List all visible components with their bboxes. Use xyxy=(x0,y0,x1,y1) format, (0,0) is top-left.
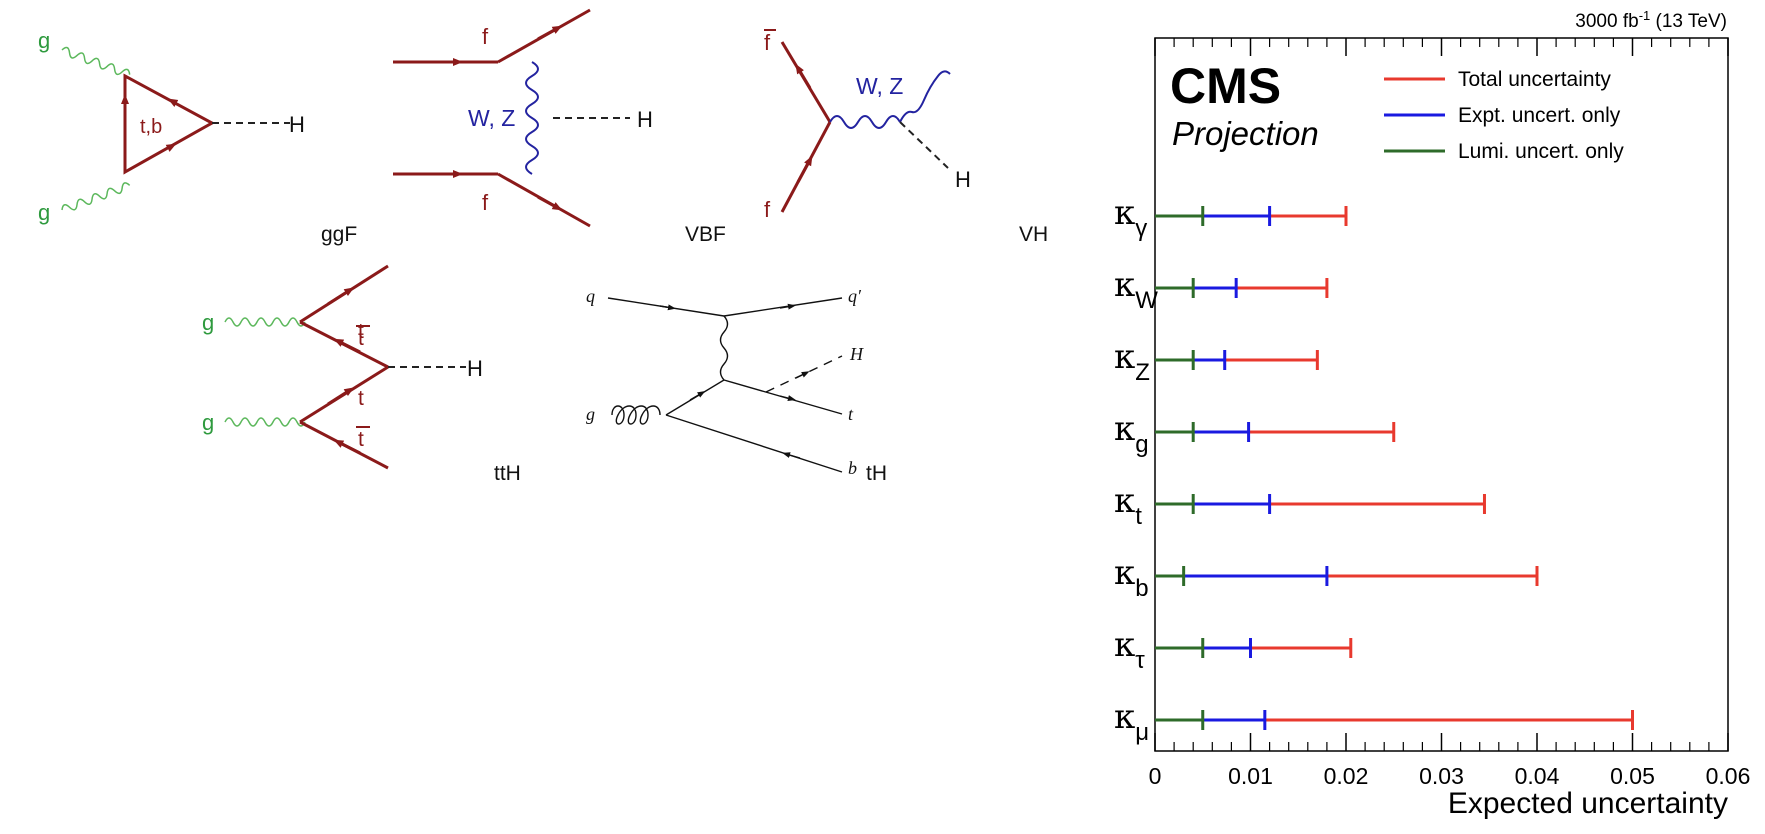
tth-gluon-top: g xyxy=(202,310,214,335)
ggf-higgs: H xyxy=(289,112,305,137)
th-diagram: q q′ H t g b tH xyxy=(586,286,887,485)
th-top: t xyxy=(848,404,854,424)
category-label: κb xyxy=(1114,553,1149,602)
vh-higgs: H xyxy=(955,167,971,192)
x-tick-label: 0.06 xyxy=(1706,763,1751,789)
vh-antifermion: f xyxy=(764,30,771,55)
legend-entry: Expt. uncert. only xyxy=(1458,104,1621,127)
vbf-fermion-top: f xyxy=(482,24,489,49)
th-quark: q xyxy=(586,286,595,306)
x-tick-label: 0.02 xyxy=(1324,763,1369,789)
th-quark-prime: q′ xyxy=(848,286,862,306)
tth-top2: t xyxy=(358,387,364,410)
th-bottom: b xyxy=(848,458,857,478)
tth-higgs: H xyxy=(467,356,483,381)
category-label: κτ xyxy=(1114,625,1145,674)
legend-entry: Lumi. uncert. only xyxy=(1458,140,1624,163)
ggf-gluon-bottom: g xyxy=(38,200,50,225)
vh-fermion: f xyxy=(764,197,771,222)
ggf-gluon-top: g xyxy=(38,28,50,53)
tth-diagram: g g t t t t H ttH xyxy=(202,264,521,485)
vbf-fermion-bottom: f xyxy=(482,190,489,215)
tth-caption: ttH xyxy=(494,462,521,485)
category-label: κμ xyxy=(1114,697,1149,746)
vh-diagram: f f W, Z H VH xyxy=(764,29,1048,246)
vbf-caption: VBF xyxy=(685,223,726,246)
th-higgs: H xyxy=(849,344,864,364)
category-label: κg xyxy=(1114,409,1149,458)
ggf-loop-label: t,b xyxy=(140,116,162,138)
x-tick-label: 0 xyxy=(1149,763,1162,789)
projection-label: Projection xyxy=(1172,115,1319,152)
tth-topbar1: t xyxy=(358,327,364,350)
x-tick-label: 0.03 xyxy=(1419,763,1464,789)
vbf-diagram: f f W, Z H VBF xyxy=(393,8,726,246)
category-label: κγ xyxy=(1114,193,1147,242)
x-tick-label: 0.05 xyxy=(1610,763,1655,789)
x-tick-label: 0.04 xyxy=(1515,763,1560,789)
x-tick-label: 0.01 xyxy=(1228,763,1273,789)
vh-caption: VH xyxy=(1019,223,1048,246)
th-gluon: g xyxy=(586,404,595,424)
vbf-higgs: H xyxy=(637,107,653,132)
category-label: κW xyxy=(1114,265,1158,314)
vh-boson: W, Z xyxy=(856,73,903,99)
chart-header: 3000 fb-1 (13 TeV) xyxy=(1575,8,1727,32)
th-caption: tH xyxy=(866,462,887,485)
tth-top1: t xyxy=(358,320,364,343)
cms-label: CMS xyxy=(1170,58,1281,114)
legend-entry: Total uncertainty xyxy=(1458,68,1611,91)
vbf-boson: W, Z xyxy=(468,105,515,131)
x-axis-label: Expected uncertainty xyxy=(1448,787,1728,820)
tth-topbar2: t xyxy=(358,428,364,451)
tth-gluon-bottom: g xyxy=(202,410,214,435)
ggf-caption: ggF xyxy=(321,223,357,246)
ggf-diagram: g g t,b H ggF xyxy=(38,28,357,246)
category-label: κZ xyxy=(1114,337,1150,386)
category-label: κt xyxy=(1114,481,1142,530)
